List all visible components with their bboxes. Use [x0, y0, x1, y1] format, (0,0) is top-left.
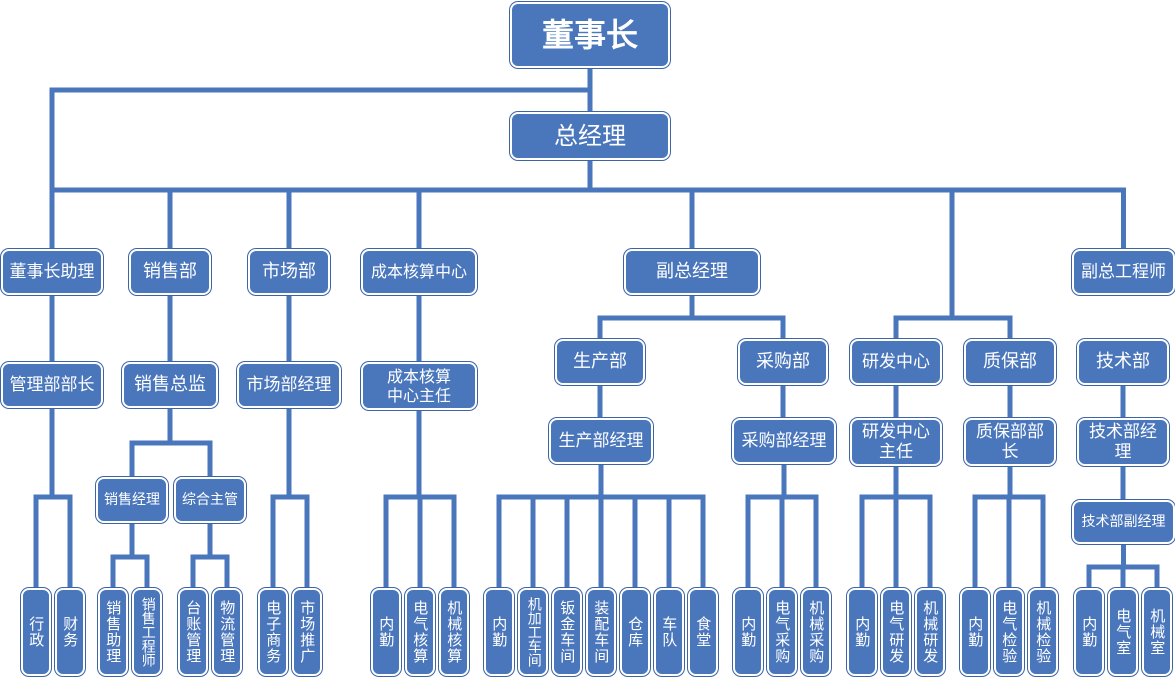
leaf-mechanical-room: 机械室 [1142, 588, 1172, 676]
node-tech-deputy-manager: 技术部副经理 [1072, 500, 1175, 544]
node-deputy-chief-engineer: 副总工程师 [1072, 249, 1175, 295]
leaf-sales-engineer: 销售工程师 [132, 588, 162, 676]
leaf-electrical-room: 电气室 [1108, 588, 1138, 676]
leaf-admin: 行政 [21, 588, 51, 676]
node-production-dept: 生产部 [555, 339, 645, 385]
node-cost-center: 成本核算中心 [361, 249, 477, 295]
node-sales-director: 销售总监 [122, 362, 218, 408]
node-production-manager: 生产部经理 [549, 418, 653, 464]
leaf-qa-internal: 内勤 [960, 588, 990, 676]
leaf-cost-internal: 内勤 [371, 588, 401, 676]
leaf-cost-mechanical: 机械核算 [439, 588, 469, 676]
node-deputy-gm: 副总经理 [624, 249, 760, 295]
node-rnd-head: 研发中心主任 [850, 418, 942, 466]
leaf-canteen: 食堂 [688, 588, 718, 676]
leaf-sales-assistant: 销售助理 [98, 588, 128, 676]
leaf-rnd-internal: 内勤 [847, 588, 877, 676]
leaf-ecommerce: 电子商务 [258, 588, 288, 676]
leaf-finance: 财务 [55, 588, 85, 676]
leaf-electrical-purchasing: 电气采购 [767, 588, 797, 676]
node-qa-head: 质保部部长 [964, 418, 1056, 466]
leaf-purch-internal: 内勤 [733, 588, 763, 676]
leaf-sheet-metal-workshop: 钣金车间 [552, 588, 582, 676]
node-purchasing-manager: 采购部经理 [732, 418, 836, 464]
node-general-manager: 总经理 [510, 112, 670, 160]
node-general-supervisor: 综合主管 [174, 477, 246, 523]
node-market-dept: 市场部 [248, 249, 330, 295]
leaf-tech-internal: 内勤 [1074, 588, 1104, 676]
leaf-market-promo: 市场推广 [292, 588, 322, 676]
node-tech-manager: 技术部经理 [1077, 418, 1169, 466]
leaf-prod-internal: 内勤 [484, 588, 514, 676]
node-sales-dept: 销售部 [129, 249, 211, 295]
node-chairman-assistant: 董事长助理 [1, 249, 103, 295]
node-rnd-center: 研发中心 [850, 339, 942, 385]
leaf-assembly-workshop: 装配车间 [586, 588, 616, 676]
leaf-mechanical-rnd: 机械研发 [915, 588, 945, 676]
node-tech-dept: 技术部 [1077, 339, 1169, 385]
leaf-cost-electrical: 电气核算 [405, 588, 435, 676]
leaf-logistics-mgmt: 物流管理 [212, 588, 242, 676]
leaf-mechanical-purchasing: 机械采购 [801, 588, 831, 676]
node-chairman: 董事长 [510, 2, 670, 68]
node-qa-dept: 质保部 [964, 339, 1056, 385]
leaf-electrical-inspection: 电气检验 [994, 588, 1024, 676]
leaf-ledger-mgmt: 台账管理 [178, 588, 208, 676]
leaf-warehouse: 仓库 [620, 588, 650, 676]
leaf-mechanical-inspection: 机械检验 [1028, 588, 1058, 676]
node-cost-center-head: 成本核算中心主任 [361, 362, 477, 410]
node-sales-manager: 销售经理 [96, 477, 168, 523]
leaf-machining-workshop: 机加工车间 [518, 588, 548, 676]
node-admin-head: 管理部部长 [1, 362, 103, 408]
node-purchasing-dept: 采购部 [738, 339, 828, 385]
leaf-fleet: 车队 [654, 588, 684, 676]
leaf-electrical-rnd: 电气研发 [881, 588, 911, 676]
node-market-manager: 市场部经理 [237, 362, 341, 408]
